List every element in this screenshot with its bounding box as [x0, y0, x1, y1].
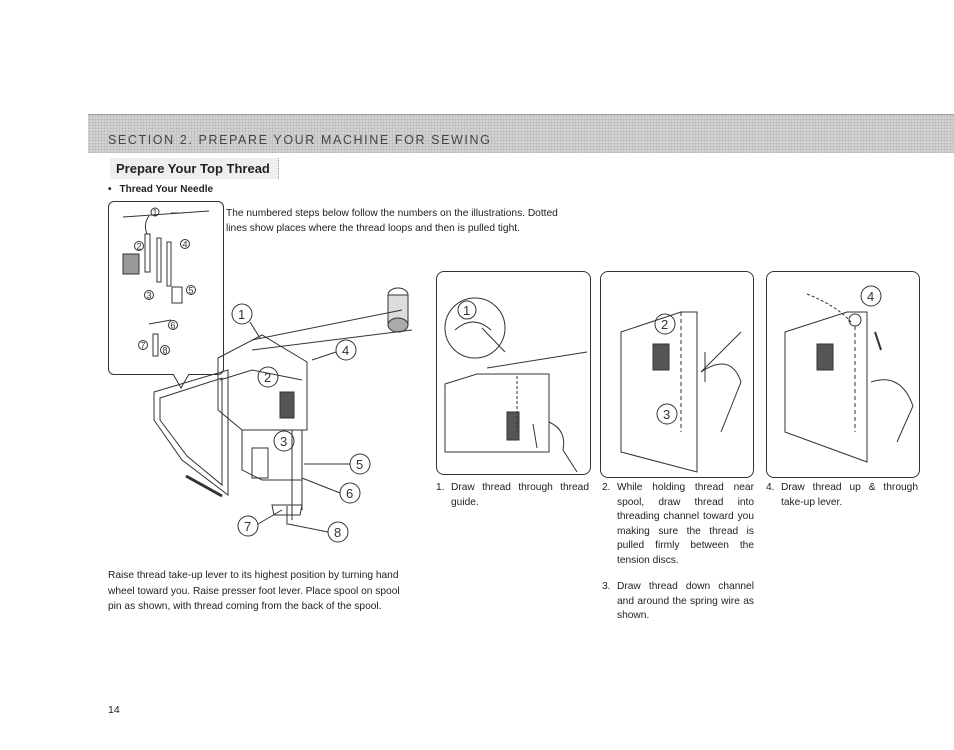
subsection-title: Prepare Your Top Thread: [110, 158, 279, 179]
path-label-8: [160, 345, 170, 355]
svg-text:4: 4: [867, 289, 874, 304]
path-label-4: [180, 239, 190, 249]
bullet-marker: •: [108, 184, 112, 195]
bullet-heading: • Thread Your Needle: [108, 184, 213, 195]
path-label-3: [144, 290, 154, 300]
svg-text:4: 4: [183, 240, 188, 250]
section-title: SECTION 2. PREPARE YOUR MACHINE FOR SEWI…: [108, 133, 492, 147]
step-1-illustration: 1: [436, 271, 591, 475]
page-number: 14: [108, 704, 120, 716]
svg-text:7: 7: [141, 341, 146, 351]
overview-label-4: [335, 339, 357, 361]
machine-overview-illustration: 1 4 2 3 5 6 7 8: [142, 280, 432, 555]
svg-text:1: 1: [238, 307, 245, 322]
path-label-1: [150, 207, 160, 217]
panel-2-label-3: [656, 403, 678, 425]
bullet-label: Thread Your Needle: [119, 184, 214, 195]
path-label-7: [138, 340, 148, 350]
svg-text:5: 5: [356, 457, 363, 472]
svg-text:6: 6: [171, 321, 176, 331]
overview-label-3: [273, 430, 295, 452]
overview-label-2: [257, 366, 279, 388]
panel-4-label: [860, 285, 882, 307]
svg-text:2: 2: [661, 317, 668, 332]
step-3-number: 3.: [602, 581, 611, 592]
step-4-caption: 4. Draw thread up & through take-up leve…: [766, 481, 918, 510]
svg-text:6: 6: [346, 486, 353, 501]
thread-path-diagram: 1 2 4 3 5 6 7 8: [108, 201, 224, 390]
step-2-number: 2.: [602, 482, 611, 493]
step-4-illustration: 4: [766, 271, 920, 478]
overview-label-7: [237, 515, 259, 537]
overview-label-1: [231, 303, 253, 325]
svg-text:3: 3: [280, 434, 287, 449]
path-label-1-text: 1: [153, 208, 158, 218]
svg-text:7: 7: [244, 519, 251, 534]
svg-text:3: 3: [663, 407, 670, 422]
step-2-3-illustration: 2 3: [600, 271, 754, 478]
svg-text:5: 5: [189, 286, 194, 296]
main-instructions-paragraph: Raise thread take-up lever to its highes…: [108, 570, 400, 612]
step-1-caption: 1. Draw thread through thread guide.: [436, 481, 589, 510]
step-2-caption: 2. While holding thread near spool, draw…: [602, 481, 754, 569]
path-label-5: [186, 285, 196, 295]
step-2-text: While holding thread near spool, draw th…: [617, 482, 754, 566]
step-4-text: Draw thread up & through take-up lever.: [781, 482, 918, 508]
svg-text:8: 8: [334, 525, 341, 540]
svg-text:2: 2: [137, 242, 142, 252]
step-3-caption: 3. Draw thread down channel and around t…: [602, 580, 754, 624]
panel-2-label-2: [654, 313, 676, 335]
svg-text:2: 2: [264, 370, 271, 385]
intro-paragraph: The numbered steps below follow the numb…: [226, 208, 558, 234]
svg-text:8: 8: [163, 346, 168, 356]
panel-1-label: [457, 300, 477, 320]
step-1-number: 1.: [436, 482, 445, 493]
step-1-text: Draw thread through thread guide.: [451, 482, 589, 508]
step-4-number: 4.: [766, 482, 775, 493]
path-label-2: [134, 241, 144, 251]
step-3-text: Draw thread down channel and around the …: [617, 581, 754, 622]
svg-text:1: 1: [463, 303, 470, 318]
section-header-band: SECTION 2. PREPARE YOUR MACHINE FOR SEWI…: [88, 114, 954, 153]
svg-text:3: 3: [147, 291, 152, 301]
svg-text:4: 4: [342, 343, 349, 358]
path-label-6: [168, 320, 178, 330]
